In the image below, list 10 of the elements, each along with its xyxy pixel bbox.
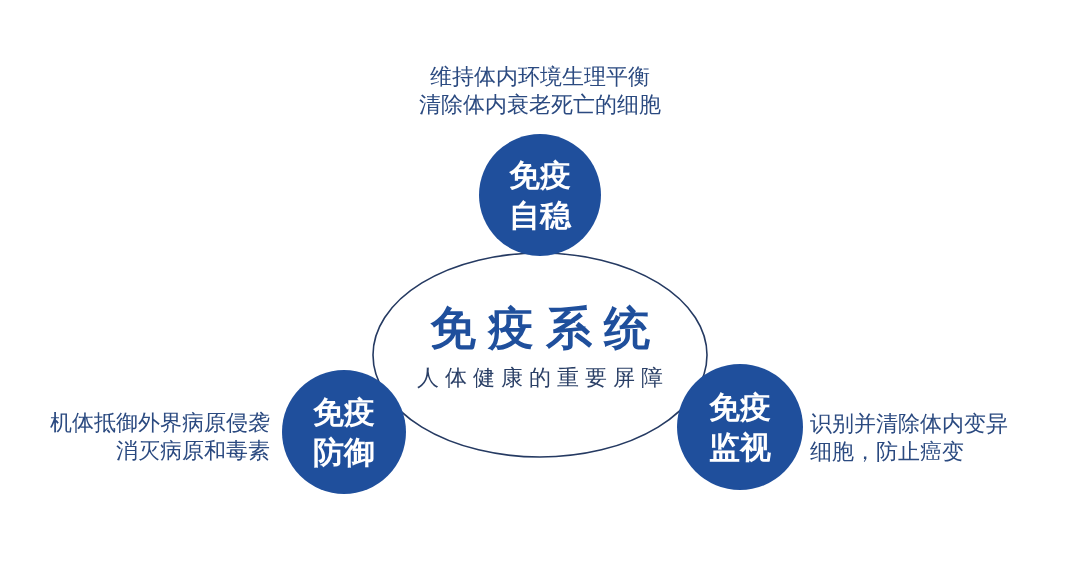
description-text: 维持体内环境生理平衡 — [430, 63, 650, 91]
circle-label: 免疫监视 — [708, 388, 772, 467]
description-text: 消灭病原和毒素 — [116, 437, 270, 465]
description-text: 识别并清除体内变异细胞，防止癌变 — [810, 410, 1009, 466]
description-text: 机体抵御外界病原侵袭 — [50, 409, 270, 437]
heading-text: 免疫系统 — [429, 302, 662, 354]
description-text: 清除体内衰老死亡的细胞 — [419, 91, 661, 119]
subheading-text: 人体健康的重要屏障 — [416, 364, 669, 392]
circle-label: 免疫自稳 — [508, 156, 573, 235]
circle-label: 免疫防御 — [312, 393, 376, 472]
